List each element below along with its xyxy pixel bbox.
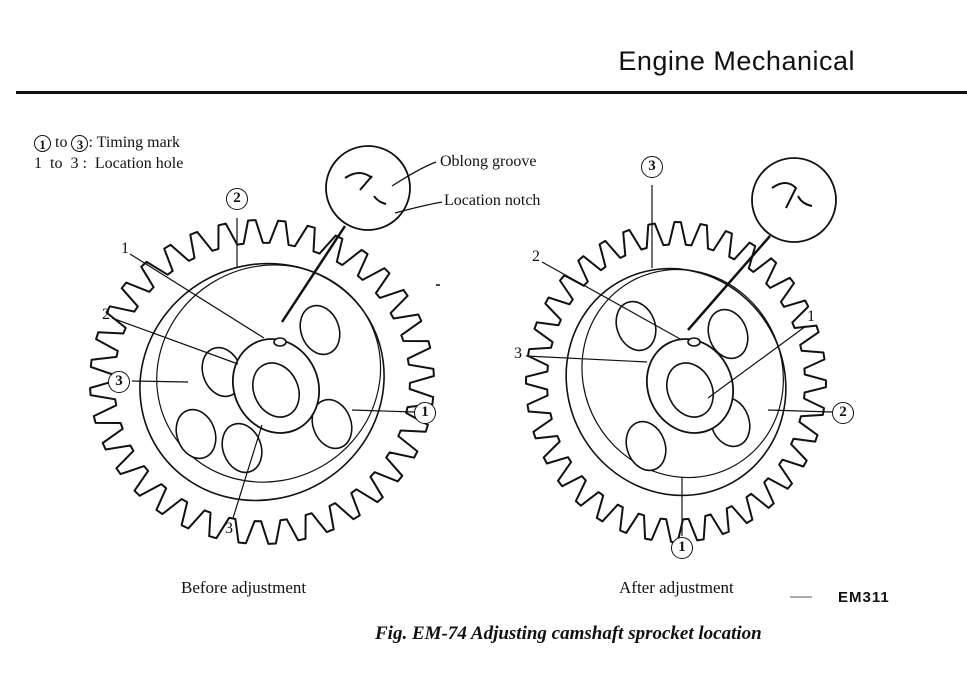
notch-detail-before <box>344 172 387 205</box>
magnifier-before <box>325 145 411 231</box>
timing-mark-3-after: 3 <box>641 156 663 178</box>
location-hole-2-after: 2 <box>532 248 540 265</box>
timing-mark-2-before: 2 <box>226 188 248 210</box>
timing-mark-1-after: 1 <box>671 537 693 559</box>
page-title: Engine Mechanical <box>618 46 855 76</box>
figure-code: EM311 <box>838 589 890 606</box>
legend: 1 to 3: Timing mark 1 to 3 : Location ho… <box>34 132 183 174</box>
legend-location-row: 1 to 3 : Location hole <box>34 155 184 172</box>
oblong-groove-label: Oblong groove <box>440 153 537 170</box>
sprocket-after <box>525 221 827 543</box>
magnifier-after <box>751 157 837 243</box>
location-hole-3-before: 3 <box>225 520 233 537</box>
caption-after: After adjustment <box>619 578 734 597</box>
location-hole-1-before: 1 <box>121 240 129 257</box>
figure-caption: Fig. EM-74 Adjusting camshaft sprocket l… <box>375 623 762 644</box>
legend-joiner: to <box>55 134 68 151</box>
notch-detail-after <box>771 182 813 209</box>
header-rule <box>16 91 967 94</box>
sprocket-before <box>89 219 435 545</box>
location-hole-2-before: 2 <box>102 306 110 323</box>
timing-mark-symbol: 1 <box>34 135 51 152</box>
legend-timing-row: 1 to 3: Timing mark <box>34 132 183 153</box>
caption-before: Before adjustment <box>181 578 307 597</box>
timing-mark-2-after: 2 <box>832 402 854 424</box>
location-notch-label: Location notch <box>444 192 541 209</box>
timing-mark-symbol: 3 <box>71 135 89 152</box>
timing-mark-3-before: 3 <box>108 371 130 393</box>
location-hole-1-after: 1 <box>807 308 815 325</box>
legend-timing-text: : Timing mark <box>88 134 181 151</box>
timing-mark-1-before: 1 <box>414 402 436 424</box>
location-hole-3-after: 3 <box>514 345 522 362</box>
